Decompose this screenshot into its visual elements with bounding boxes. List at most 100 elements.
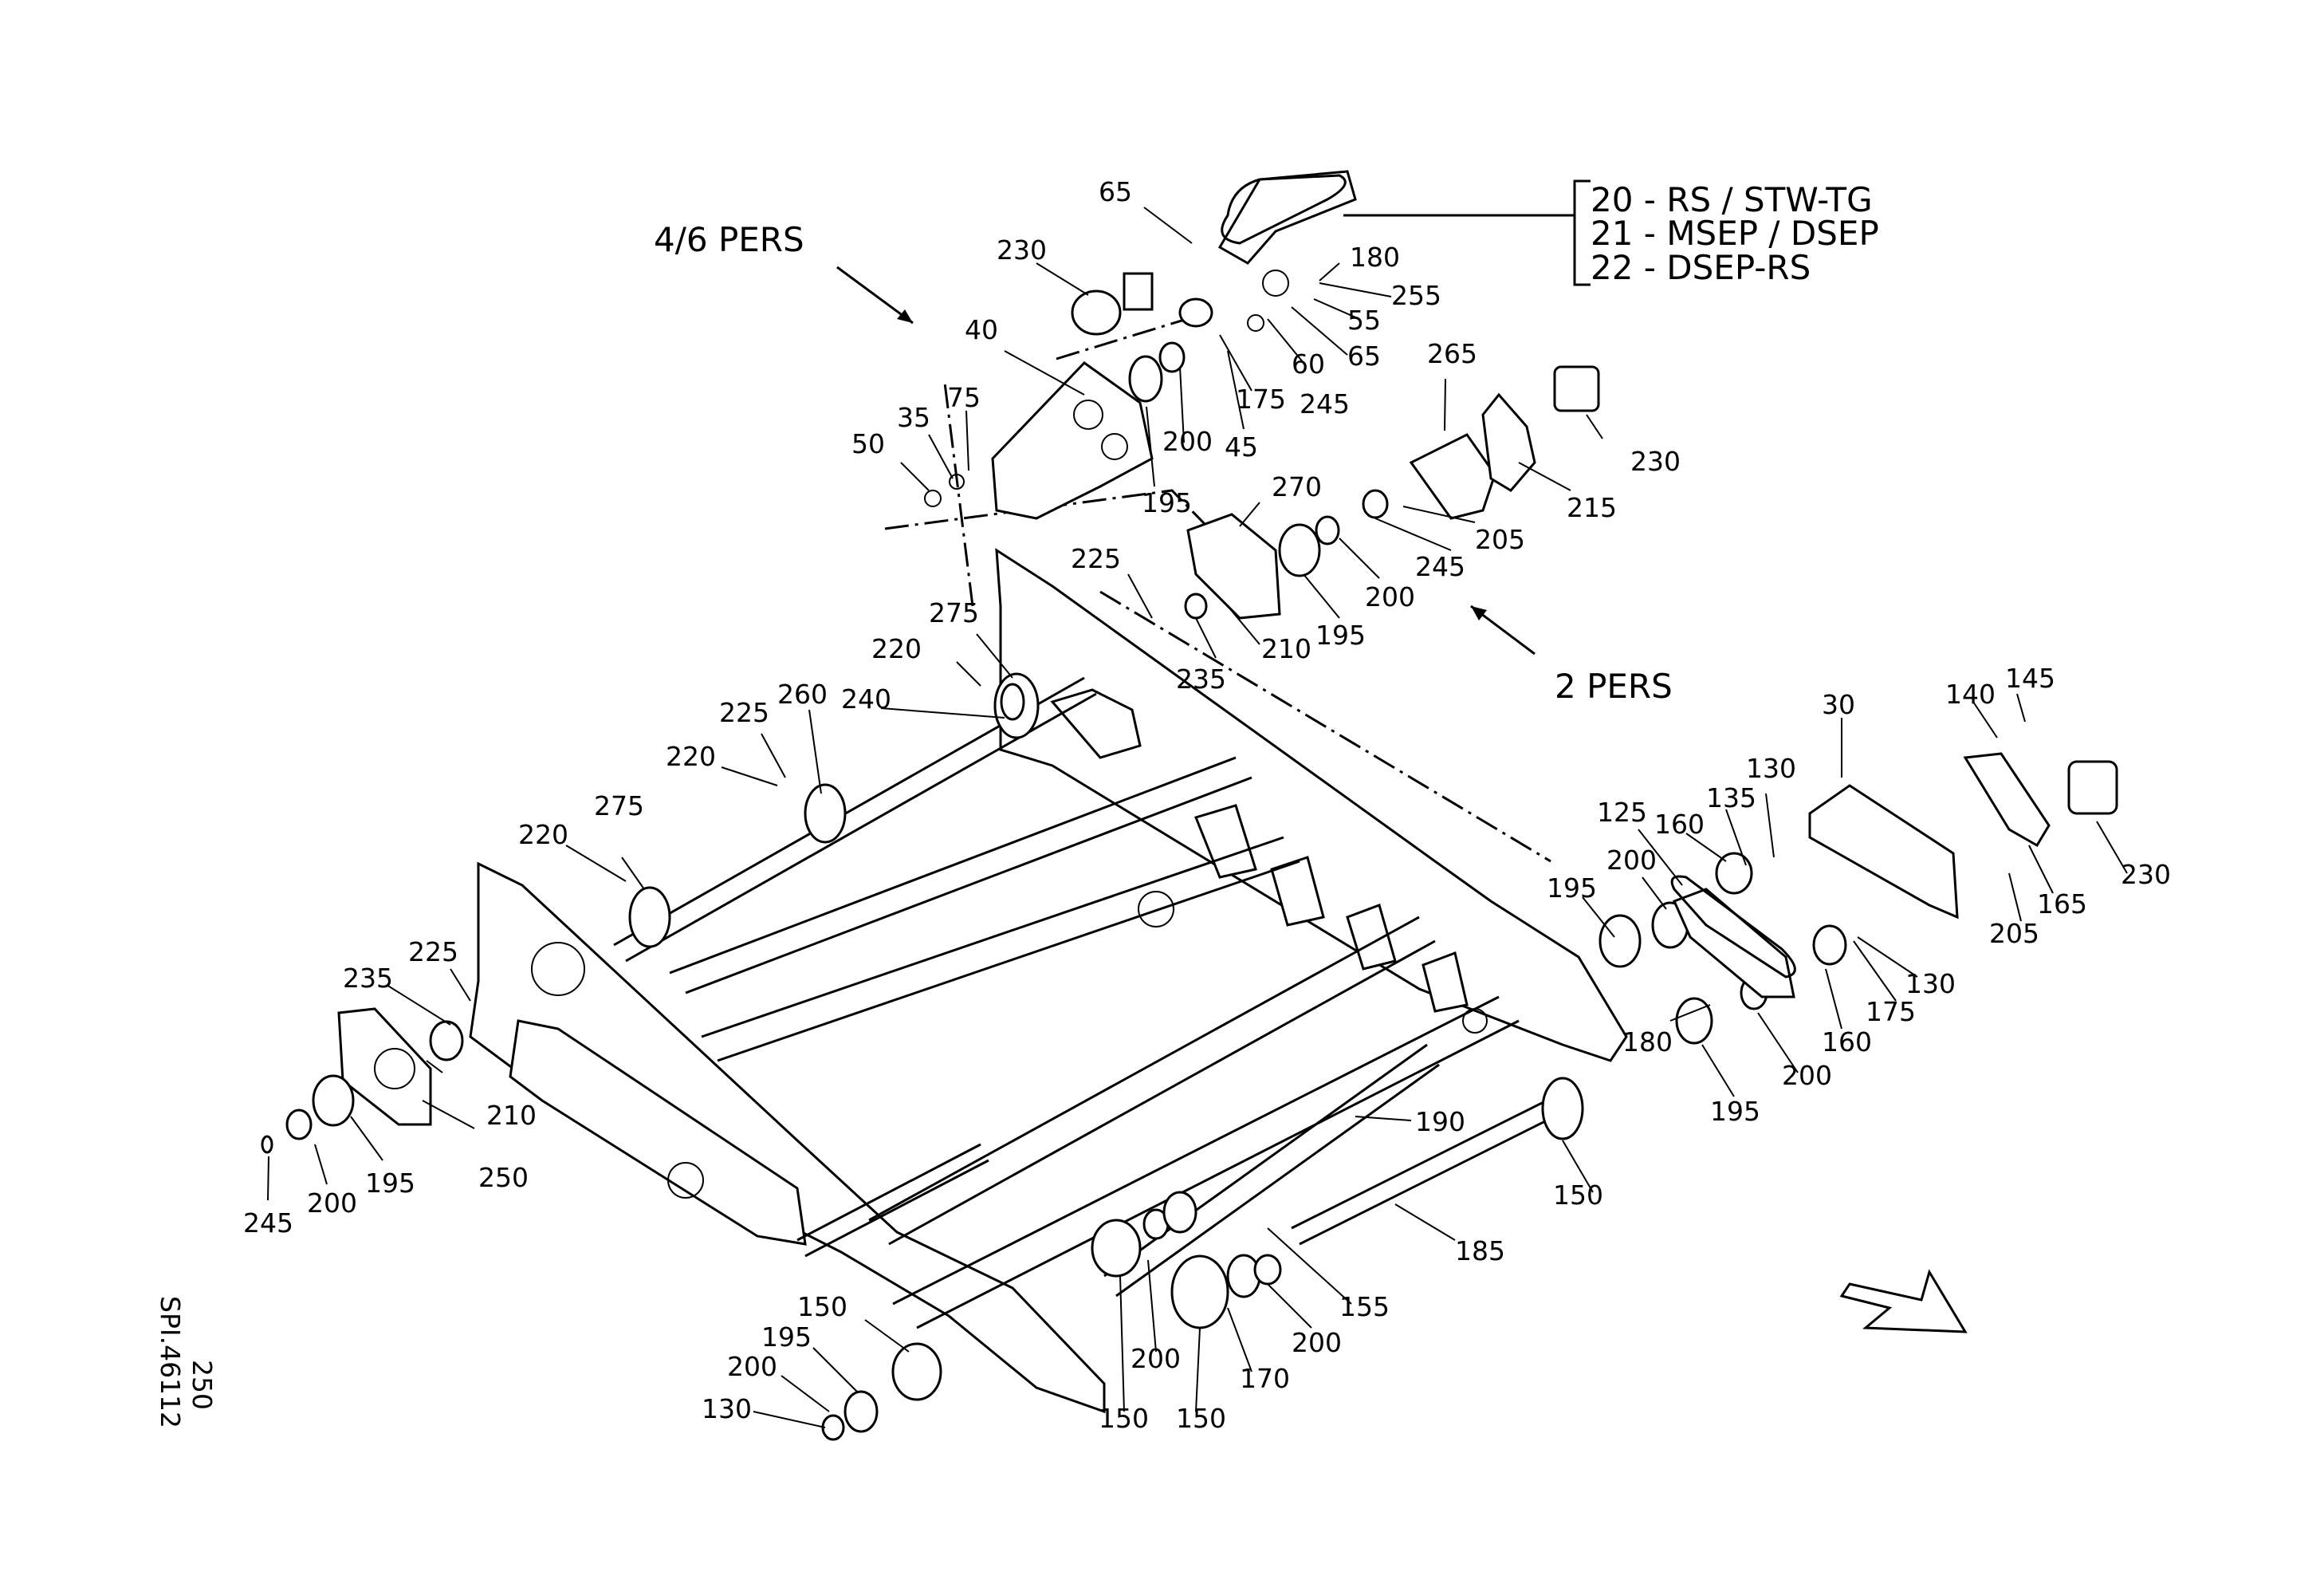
callout-label: 150 [1176,1403,1226,1434]
callout-label: 225 [719,697,769,728]
callout-label: 270 [1272,471,1322,502]
belt-loop [1221,174,1347,245]
callout-label: 275 [594,790,644,821]
callout-label: 200 [1606,845,1657,876]
callout-label: 195 [1142,487,1192,518]
callout-label: 165 [2037,888,2087,920]
callout-label: 200 [1292,1327,1342,1358]
section-label-4-6-pers-text: 4/6 PERS [654,220,804,259]
callout-label: 130 [1746,753,1796,784]
callout-label: 195 [1547,872,1597,904]
callout-label: 40 [965,314,998,345]
callout-label: 60 [1292,349,1325,380]
callout-label: 65 [1099,176,1132,207]
callout-label: 245 [1415,551,1465,582]
callout-label: 150 [1099,1403,1149,1434]
callout-label: 130 [1905,968,1956,999]
callout-label: 245 [243,1207,293,1239]
callout-label: 190 [1415,1106,1465,1137]
belt-loop-right [1670,875,1796,979]
leader-lines [267,207,2128,1428]
middle-bracket-assembly [1184,365,1600,620]
left-end-parts [261,1007,464,1154]
legend-bracket [1343,179,1591,286]
callout-label: 245 [1300,388,1350,419]
callout-label: 210 [1261,633,1311,664]
callout-label: 220 [518,819,568,850]
legend-item-20: 20 - RS / STW-TG [1591,180,1873,219]
callout-label: 240 [841,683,891,715]
callouts: 65 230 180 255 55 65 60 245 175 45 200 1… [243,176,2171,1434]
cross-rods [669,756,1571,1329]
frame-left-plate [469,861,1106,1414]
upper-bracket-assembly [924,170,1357,520]
callout-label: 30 [1822,689,1855,720]
sheet-id: SPI.46112 [155,1296,186,1428]
legend-item-21: 21 - MSEP / DSEP [1591,214,1879,253]
callout-label: 230 [997,234,1047,266]
callout-label: 160 [1654,809,1705,840]
axis-lines [884,313,1551,863]
callout-label: 200 [1782,1060,1832,1091]
callout-label: 125 [1597,797,1647,828]
callout-label: 230 [1630,446,1681,477]
callout-label: 180 [1622,1026,1673,1057]
callout-label: 195 [1315,620,1366,651]
legend-item-22: 22 - DSEP-RS [1591,248,1811,287]
callout-label: 225 [408,936,458,967]
callout-label: 200 [1131,1343,1181,1374]
callout-label: 255 [1391,280,1441,311]
callout-label: 75 [947,382,981,413]
flow-arrow [1839,1269,1968,1333]
callout-label: 230 [2121,859,2171,890]
frame-right-plate [995,548,1628,1062]
legend: 20 - RS / STW-TG 21 - MSEP / DSEP 22 - D… [1591,180,1879,287]
callout-label: 265 [1427,338,1477,369]
drawing [261,170,2128,1441]
callout-label: 150 [797,1291,847,1322]
callout-label: 205 [1475,524,1525,555]
section-label-2-pers-text: 2 PERS [1555,667,1673,706]
callout-label: 65 [1347,341,1381,372]
callout-label: 35 [897,402,930,433]
section-label-4-6-pers: 4/6 PERS [654,220,804,259]
callout-label: 195 [1710,1096,1760,1127]
callout-label: 225 [1071,543,1121,574]
callout-label: 195 [761,1321,812,1353]
callout-label: 220 [666,741,716,772]
callout-label: 150 [1553,1180,1603,1211]
callout-label: 140 [1945,679,1996,710]
direction-arrows [836,266,1536,656]
callout-label: 180 [1350,242,1400,273]
callout-label: 50 [851,428,885,459]
section-label-2-pers: 2 PERS [1555,667,1673,706]
callout-label: 175 [1236,384,1286,415]
callout-label: 135 [1706,782,1756,813]
callout-label: 185 [1455,1235,1505,1266]
callout-label: 235 [343,963,393,994]
callout-label: 145 [2005,663,2055,694]
callout-label: 235 [1176,664,1226,695]
callout-label: 130 [702,1393,752,1424]
callout-label: 205 [1989,918,2039,949]
callout-label: 195 [365,1168,415,1199]
callout-label: 45 [1225,431,1258,463]
callout-label: 200 [307,1187,357,1219]
callout-label: 200 [727,1351,777,1382]
callout-label: 55 [1347,305,1381,336]
callout-label: 250 [478,1162,529,1193]
callout-label: 200 [1162,426,1213,457]
callout-label: 170 [1240,1363,1290,1394]
callout-label: 200 [1365,581,1415,612]
callout-label: 210 [486,1100,537,1131]
bottom-gears [821,1191,1282,1441]
top-shaft [613,672,1097,963]
callout-label: 260 [777,679,828,710]
callout-label: 275 [929,597,979,628]
callout-label: 160 [1822,1026,1872,1057]
callout-label: 220 [871,633,922,664]
callout-label: 155 [1339,1291,1390,1322]
sheet-info: SPI.46112 250 [155,1296,218,1428]
callout-label: 175 [1866,996,1916,1027]
